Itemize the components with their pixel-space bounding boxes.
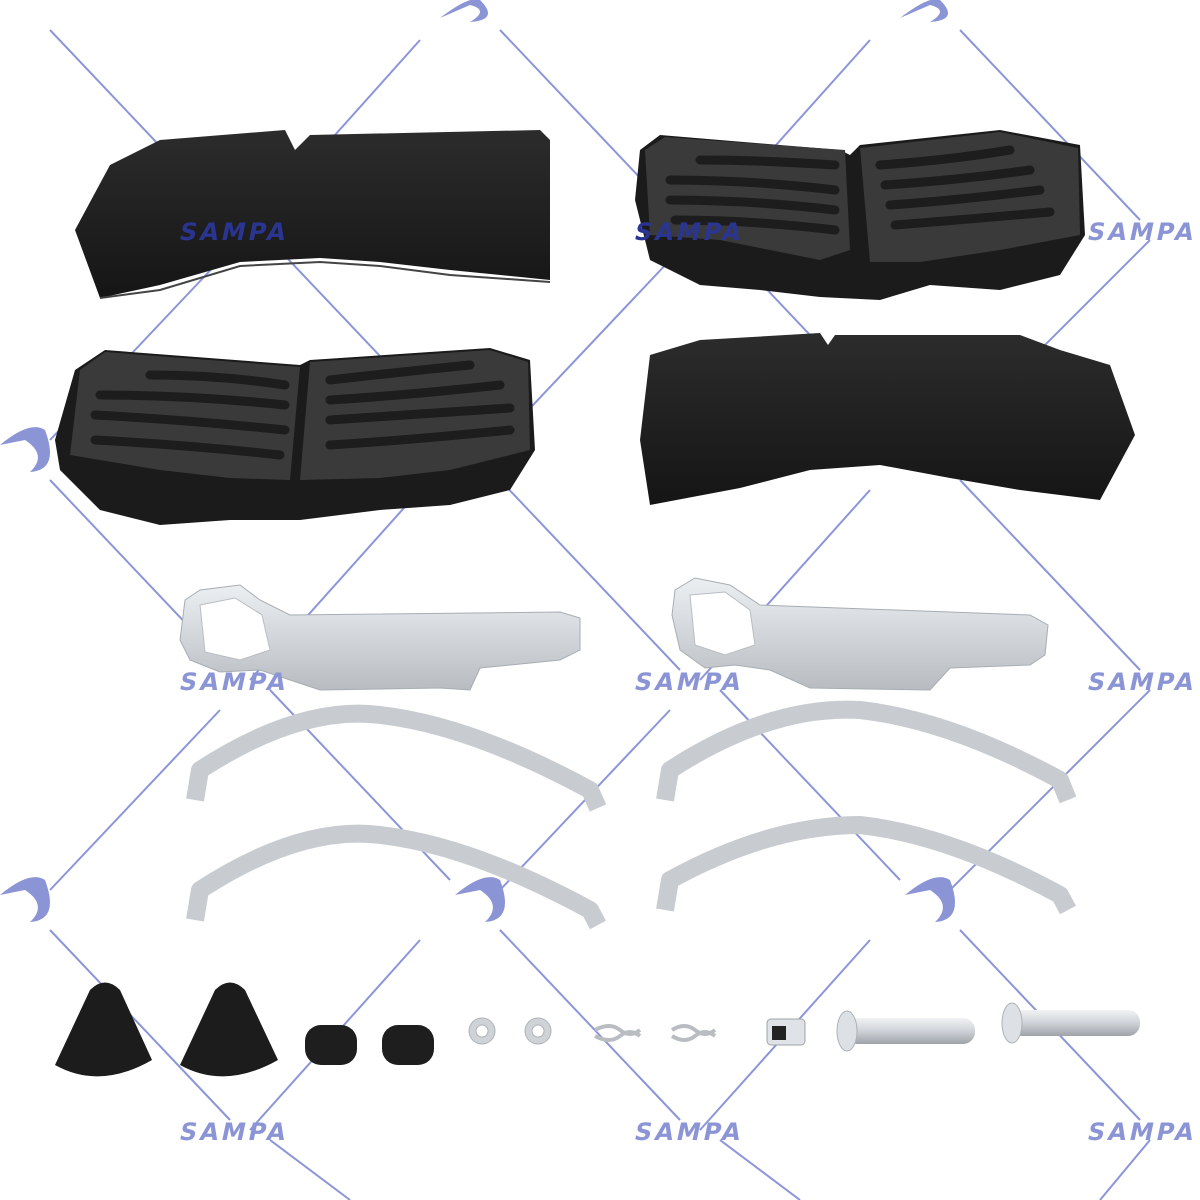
watermark-text: SAMPA [1085,1118,1200,1146]
brake-pad-friction-mid-left [55,348,535,525]
brake-pad-friction-top-right [635,130,1085,300]
watermark-text: SAMPA [632,218,747,246]
rubber-caps-small [305,1025,434,1065]
rubber-caps-large [55,982,278,1077]
leaf-springs [186,700,1077,930]
watermark-text: SAMPA [1085,668,1200,696]
retainer-plate-right [671,577,1049,691]
watermark-text: SAMPA [632,1118,747,1146]
retainer-plate-left [179,584,581,691]
brake-pad-back-mid-right [640,333,1135,505]
watermark-text: SAMPA [177,668,292,696]
watermark-text: SAMPA [632,668,747,696]
spring-clips [594,1024,717,1042]
sleeve [766,1018,806,1046]
pins [836,1002,1140,1052]
watermark-text: SAMPA [177,218,292,246]
watermark-text: SAMPA [1085,218,1200,246]
watermark-text: SAMPA [177,1118,292,1146]
brake-pad-back-top-left [75,130,551,299]
washers [468,1017,552,1045]
